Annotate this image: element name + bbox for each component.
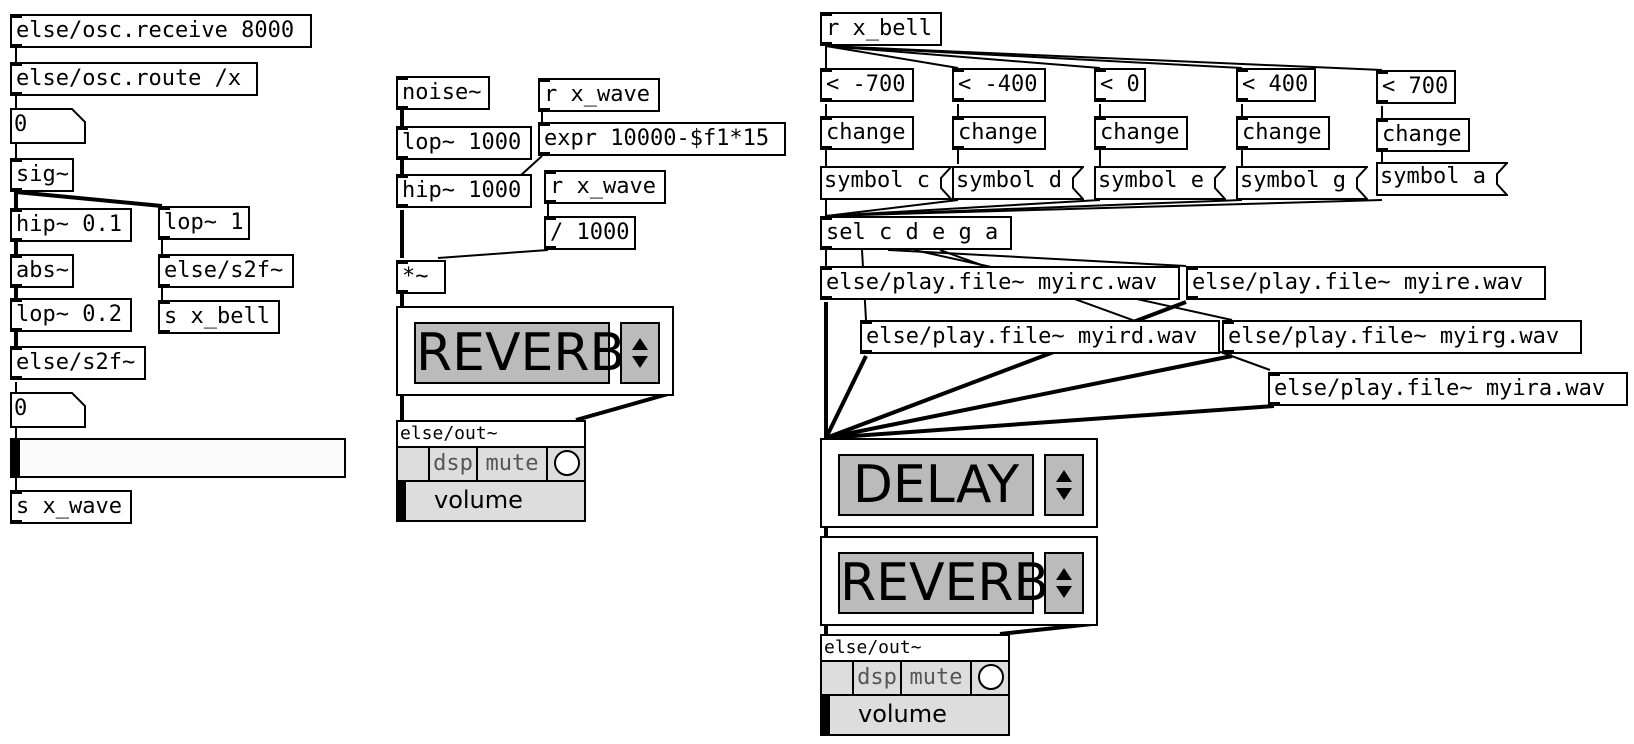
volume-slider[interactable]: volume bbox=[398, 480, 584, 520]
s2f-object-b[interactable]: else/s2f~ bbox=[10, 346, 146, 380]
number-box-1[interactable]: 0 bbox=[10, 108, 86, 144]
dsp-button-2[interactable]: dsp bbox=[854, 662, 902, 694]
receive-bell-object[interactable]: r x_bell bbox=[820, 12, 942, 46]
audio-out-module-2[interactable]: else/out~ dsp mute volume bbox=[820, 634, 1010, 736]
compare-object-1[interactable]: < -700 bbox=[820, 68, 914, 102]
number-box-value: 0 bbox=[14, 396, 28, 421]
play-file-object-g[interactable]: else/play.file~ myirg.wav bbox=[1222, 320, 1582, 354]
change-object-3[interactable]: change bbox=[1094, 116, 1188, 150]
bang-circle-icon[interactable] bbox=[554, 450, 580, 476]
reverb-label-2: REVERB bbox=[838, 552, 1050, 614]
message-box-outline bbox=[1376, 162, 1508, 196]
symbol-message-e[interactable]: symbol e bbox=[1094, 166, 1226, 200]
mute-button[interactable]: mute bbox=[478, 448, 548, 480]
out-title: else/out~ bbox=[400, 423, 498, 444]
compare-object-2[interactable]: < -400 bbox=[952, 68, 1046, 102]
receive-wave-object-1[interactable]: r x_wave bbox=[538, 78, 660, 112]
expr-object[interactable]: expr 10000-$f1*15 bbox=[538, 122, 786, 156]
lop-02-object[interactable]: lop~ 0.2 bbox=[10, 298, 132, 332]
osc-route-object[interactable]: else/osc.route /x bbox=[10, 62, 258, 96]
reverb-module[interactable]: REVERB bbox=[396, 306, 674, 396]
sig-object[interactable]: sig~ bbox=[10, 158, 74, 192]
symbol-label-e: symbol e bbox=[1098, 168, 1204, 193]
slider-knob[interactable] bbox=[12, 440, 20, 476]
play-file-object-e[interactable]: else/play.file~ myire.wav bbox=[1186, 266, 1546, 300]
abs-object[interactable]: abs~ bbox=[10, 254, 74, 288]
divide-object[interactable]: / 1000 bbox=[544, 216, 636, 250]
delay-module[interactable]: DELAY bbox=[820, 438, 1098, 528]
delay-label: DELAY bbox=[838, 454, 1034, 516]
message-box-outline bbox=[1094, 166, 1226, 200]
message-box-outline bbox=[820, 166, 952, 200]
up-down-arrows-icon[interactable] bbox=[1044, 552, 1084, 614]
s2f-object-a[interactable]: else/s2f~ bbox=[158, 254, 294, 288]
message-box-outline bbox=[952, 166, 1084, 200]
multiply-object[interactable]: *~ bbox=[396, 260, 446, 294]
symbol-message-d[interactable]: symbol d bbox=[952, 166, 1084, 200]
out-title-2: else/out~ bbox=[824, 637, 922, 658]
change-object-4[interactable]: change bbox=[1236, 116, 1330, 150]
lop-1-object[interactable]: lop~ 1 bbox=[158, 206, 250, 240]
send-wave-object[interactable]: s x_wave bbox=[10, 490, 132, 524]
out-controls: dsp mute bbox=[398, 446, 584, 482]
reverb-module-2[interactable]: REVERB bbox=[820, 536, 1098, 626]
symbol-label-d: symbol d bbox=[956, 168, 1062, 193]
symbol-label-g: symbol g bbox=[1240, 168, 1346, 193]
horizontal-slider[interactable] bbox=[10, 438, 346, 478]
symbol-message-a[interactable]: symbol a bbox=[1376, 162, 1508, 196]
compare-object-3[interactable]: < 0 bbox=[1094, 68, 1146, 102]
osc-receive-object[interactable]: else/osc.receive 8000 bbox=[10, 14, 312, 48]
number-box-2[interactable]: 0 bbox=[10, 392, 86, 428]
noise-object[interactable]: noise~ bbox=[396, 76, 490, 110]
up-down-arrows-icon[interactable] bbox=[620, 322, 660, 384]
number-box-value: 0 bbox=[14, 112, 28, 137]
mute-button-2[interactable]: mute bbox=[902, 662, 972, 694]
message-box-outline bbox=[1236, 166, 1368, 200]
dsp-button[interactable]: dsp bbox=[430, 448, 478, 480]
out-blank-cell-2 bbox=[822, 662, 854, 694]
audio-out-module[interactable]: else/out~ dsp mute volume bbox=[396, 420, 586, 522]
select-object[interactable]: sel c d e g a bbox=[820, 216, 1012, 250]
symbol-label-c: symbol c bbox=[824, 168, 930, 193]
number-box-outline bbox=[10, 392, 86, 428]
symbol-message-g[interactable]: symbol g bbox=[1236, 166, 1368, 200]
out-controls-2: dsp mute bbox=[822, 660, 1008, 696]
hip-1000-object[interactable]: hip~ 1000 bbox=[396, 174, 532, 208]
volume-label-2: volume bbox=[858, 700, 947, 728]
volume-knob-2[interactable] bbox=[822, 696, 830, 734]
volume-label: volume bbox=[434, 486, 523, 514]
lop-1000-object[interactable]: lop~ 1000 bbox=[396, 126, 532, 160]
hip-object[interactable]: hip~ 0.1 bbox=[10, 208, 132, 242]
change-object-2[interactable]: change bbox=[952, 116, 1046, 150]
play-file-object-d[interactable]: else/play.file~ myird.wav bbox=[860, 320, 1220, 354]
bang-circle-icon[interactable] bbox=[978, 664, 1004, 690]
receive-wave-object-2[interactable]: r x_wave bbox=[544, 170, 666, 204]
play-file-object-a[interactable]: else/play.file~ myira.wav bbox=[1268, 372, 1628, 406]
compare-object-5[interactable]: < 700 bbox=[1376, 70, 1456, 104]
play-file-object-c[interactable]: else/play.file~ myirc.wav bbox=[820, 266, 1180, 300]
symbol-label-a: symbol a bbox=[1380, 164, 1486, 189]
symbol-message-c[interactable]: symbol c bbox=[820, 166, 952, 200]
reverb-label: REVERB bbox=[414, 322, 626, 384]
change-object-5[interactable]: change bbox=[1376, 118, 1470, 152]
send-bell-object[interactable]: s x_bell bbox=[158, 300, 280, 334]
volume-knob[interactable] bbox=[398, 482, 406, 520]
number-box-outline bbox=[10, 108, 86, 144]
change-object-1[interactable]: change bbox=[820, 116, 914, 150]
volume-slider-2[interactable]: volume bbox=[822, 694, 1008, 734]
out-blank-cell bbox=[398, 448, 430, 480]
compare-object-4[interactable]: < 400 bbox=[1236, 68, 1316, 102]
up-down-arrows-icon[interactable] bbox=[1044, 454, 1084, 516]
